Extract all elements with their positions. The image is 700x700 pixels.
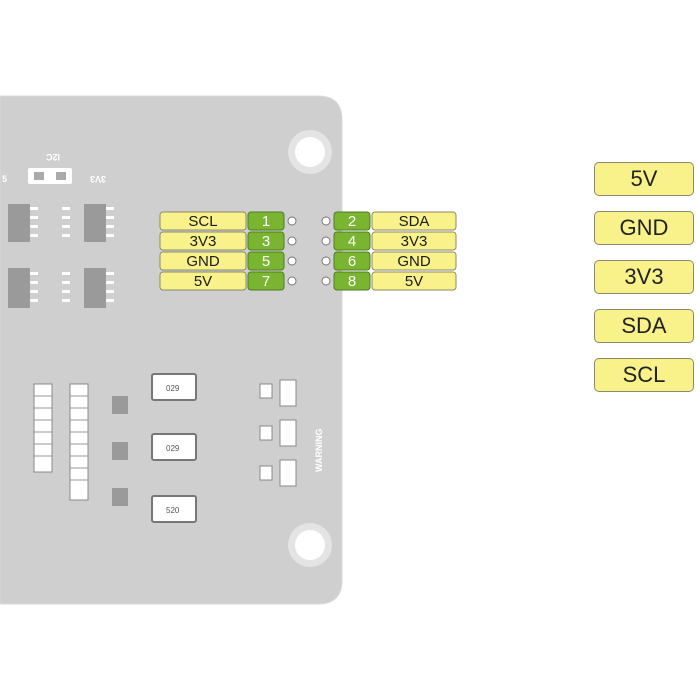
pin-number-box: [333, 271, 371, 291]
pin-label-left: SCL: [188, 213, 217, 230]
pin-label-right: 5V: [405, 273, 423, 290]
pin-number-box: [333, 251, 371, 271]
pin-number-box: [247, 271, 285, 291]
pin-label-box: [371, 211, 457, 231]
sot-chip: [112, 396, 128, 506]
legend-sda: SDA: [594, 309, 694, 343]
pin-row: 3V3 3 4 3V3: [159, 231, 457, 251]
i2c-silkscreen: I2C: [45, 152, 60, 162]
pin-number-left: 1: [262, 213, 270, 230]
3v3-silkscreen: 3V3: [90, 174, 106, 184]
pin-label-right: SDA: [399, 213, 430, 230]
pin-label-box: [159, 211, 247, 231]
pin-number-left: 7: [262, 273, 270, 290]
pin-label-left: 5V: [194, 273, 212, 290]
legend-5v: 5V: [594, 162, 694, 196]
warning-silkscreen: WARNING: [314, 429, 324, 473]
pin-number-box: [247, 251, 285, 271]
pin-number-right: 6: [348, 253, 356, 270]
pin-number-right: 4: [348, 233, 356, 250]
pin-number-left: 3: [262, 233, 270, 250]
pin-number-box: [247, 211, 285, 231]
chip-label: 029: [166, 444, 180, 453]
pin-number-box: [247, 231, 285, 251]
ic-chip: [8, 268, 30, 308]
pin-dot: [287, 276, 297, 286]
resistor-array-lines: [34, 395, 88, 481]
pin-dot: [287, 236, 297, 246]
chip-029-middle: 029: [151, 433, 197, 461]
pin-dot: [287, 216, 297, 226]
ic-pins: [30, 207, 114, 302]
jumper-pad: [56, 172, 66, 180]
pin-label-left: 3V3: [190, 233, 217, 250]
pin-label-box: [159, 251, 247, 271]
chip-label: 520: [166, 506, 180, 515]
pin-label-right: 3V3: [401, 233, 428, 250]
chip-029-top: 029: [151, 373, 197, 401]
pin-label-box: [371, 251, 457, 271]
pin-label-box: [371, 231, 457, 251]
legend-gnd: GND: [594, 211, 694, 245]
pin-row: GND 5 6 GND: [159, 251, 457, 271]
resistor-array: [33, 383, 89, 501]
pin-row: SCL 1 2 SDA: [159, 211, 457, 231]
pin-dot: [321, 256, 331, 266]
led-components: [259, 379, 297, 487]
mounting-hole-top: [288, 130, 332, 174]
pin-number-box: [333, 211, 371, 231]
pin-label-left: GND: [186, 253, 220, 270]
pin-number-box: [333, 231, 371, 251]
pin-dot: [321, 216, 331, 226]
pin-dot: [321, 236, 331, 246]
pin-dot: [321, 276, 331, 286]
jumper-pad: [34, 172, 44, 180]
pin-label-box: [371, 271, 457, 291]
5v-silkscreen: 5: [2, 174, 7, 184]
chip-label: 029: [166, 384, 180, 393]
chip-520: 520: [151, 495, 197, 523]
pin-label-right: GND: [397, 253, 431, 270]
pin-number-right: 8: [348, 273, 356, 290]
ic-chip: [8, 204, 30, 242]
pin-number-right: 2: [348, 213, 356, 230]
legend-3v3: 3V3: [594, 260, 694, 294]
pin-dot: [287, 256, 297, 266]
pin-number-left: 5: [262, 253, 270, 270]
legend-scl: SCL: [594, 358, 694, 392]
pin-row: 5V 7 8 5V: [159, 271, 457, 291]
pin-label-box: [159, 231, 247, 251]
pin-label-box: [159, 271, 247, 291]
ic-chip: [84, 204, 106, 242]
mounting-hole-bottom: [288, 523, 332, 567]
ic-chip: [84, 268, 106, 308]
